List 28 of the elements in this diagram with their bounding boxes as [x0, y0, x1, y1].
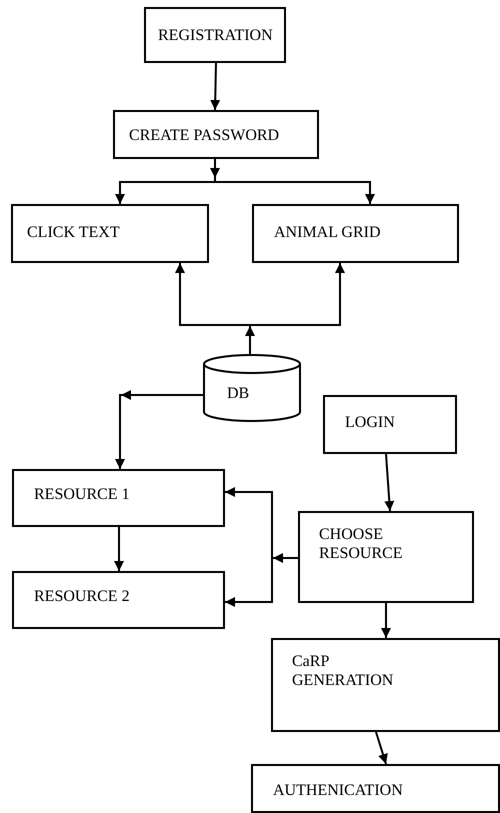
node-label: CLICK TEXT: [27, 223, 120, 242]
node-label: DB: [227, 384, 250, 403]
arrow: [115, 394, 203, 469]
process-box: [323, 395, 457, 454]
process-box: [12, 571, 225, 629]
arrow: [210, 62, 220, 110]
node-label: RESOURCE 1: [34, 485, 130, 504]
process-box: [144, 7, 286, 63]
node-label: CaRP GENERATION: [292, 652, 394, 690]
process-box: [251, 764, 500, 813]
database-cylinder: [203, 354, 301, 422]
arrow: [381, 603, 391, 638]
node-label: CHOOSE RESOURCE: [319, 525, 404, 563]
process-box: [11, 204, 209, 263]
node-label: REGISTRATION: [158, 26, 273, 45]
arrow: [375, 732, 388, 764]
process-box: [12, 469, 225, 527]
process-box: [271, 638, 500, 732]
process-box: [113, 110, 319, 159]
process-box: [252, 204, 459, 263]
arrow: [384, 454, 394, 512]
process-box: [298, 511, 474, 603]
node-label: RESOURCE 2: [34, 587, 130, 606]
node-label: ANIMAL GRID: [274, 223, 381, 242]
arrow: [114, 527, 124, 571]
node-label: CREATE PASSWORD: [129, 126, 280, 145]
node-label: LOGIN: [345, 413, 395, 432]
node-label: AUTHENICATION: [273, 781, 403, 800]
